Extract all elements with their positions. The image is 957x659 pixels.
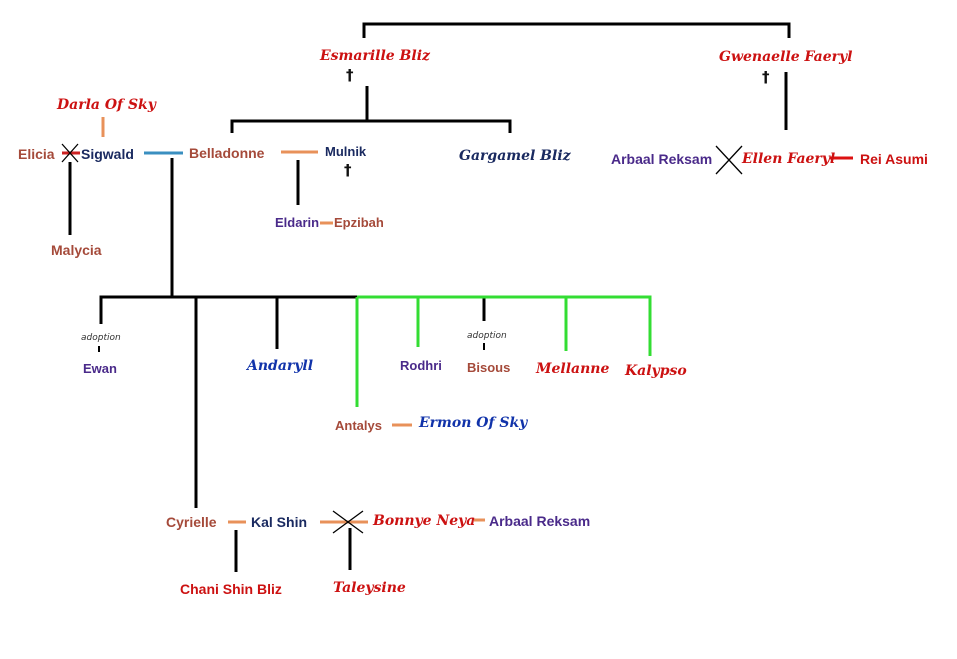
divorce-cross — [332, 510, 364, 534]
person-arbaal-reksam: Arbaal Reksam — [611, 151, 713, 167]
person-ermon-of-sky: Ermon Of Sky — [419, 415, 528, 431]
person-ellen-faeryl: Ellen Faeryl — [742, 151, 836, 167]
adoption-note: adoption — [81, 333, 121, 343]
person-mellanne: Mellanne — [536, 361, 610, 377]
person-sigwald: Sigwald — [81, 146, 134, 162]
person-antalys: Antalys — [335, 418, 382, 433]
descent-line — [99, 158, 566, 324]
descent-line — [362, 22, 791, 130]
person-bisous: Bisous — [467, 360, 511, 375]
person-belladonne: Belladonne — [189, 145, 265, 161]
deceased-cross-icon: † — [762, 68, 770, 86]
person-kalypso: Kalypso — [625, 363, 687, 379]
person-mulnik: Mulnik — [325, 144, 367, 159]
deceased-cross-icon: † — [346, 66, 354, 84]
divorce-cross — [715, 145, 743, 175]
person-elicia: Elicia — [18, 146, 55, 162]
person-rodhri: Rodhri — [400, 358, 442, 373]
adoption-note: adoption — [467, 331, 507, 341]
descent-line — [230, 119, 512, 133]
person-andaryll: Andaryll — [247, 358, 314, 374]
person-ewan: Ewan — [83, 361, 117, 376]
person-gwenaelle-faeryl: Gwenaelle Faeryl — [719, 49, 853, 65]
person-gargamel-bliz: Gargamel Bliz — [459, 148, 571, 164]
person-chani-shin-bliz: Chani Shin Bliz — [180, 581, 282, 597]
person-malycia: Malycia — [51, 242, 102, 258]
person-arbaal-reksam-2: Arbaal Reksam — [489, 513, 591, 529]
person-taleysine: Taleysine — [333, 580, 406, 596]
person-epzibah: Epzibah — [334, 215, 384, 230]
person-bonnye-neya: Bonnye Neya — [373, 513, 476, 529]
person-darla-of-sky: Darla Of Sky — [57, 97, 156, 113]
person-eldarin: Eldarin — [275, 215, 320, 230]
deceased-cross-icon: † — [344, 161, 352, 179]
person-rei-asumi: Rei Asumi — [860, 151, 928, 167]
green-branch — [355, 295, 652, 407]
divorce-cross — [61, 143, 79, 163]
person-cyrielle: Cyrielle — [166, 514, 217, 530]
person-esmarille-bliz: Esmarille Bliz — [320, 48, 430, 64]
person-kal-shin: Kal Shin — [251, 514, 308, 530]
